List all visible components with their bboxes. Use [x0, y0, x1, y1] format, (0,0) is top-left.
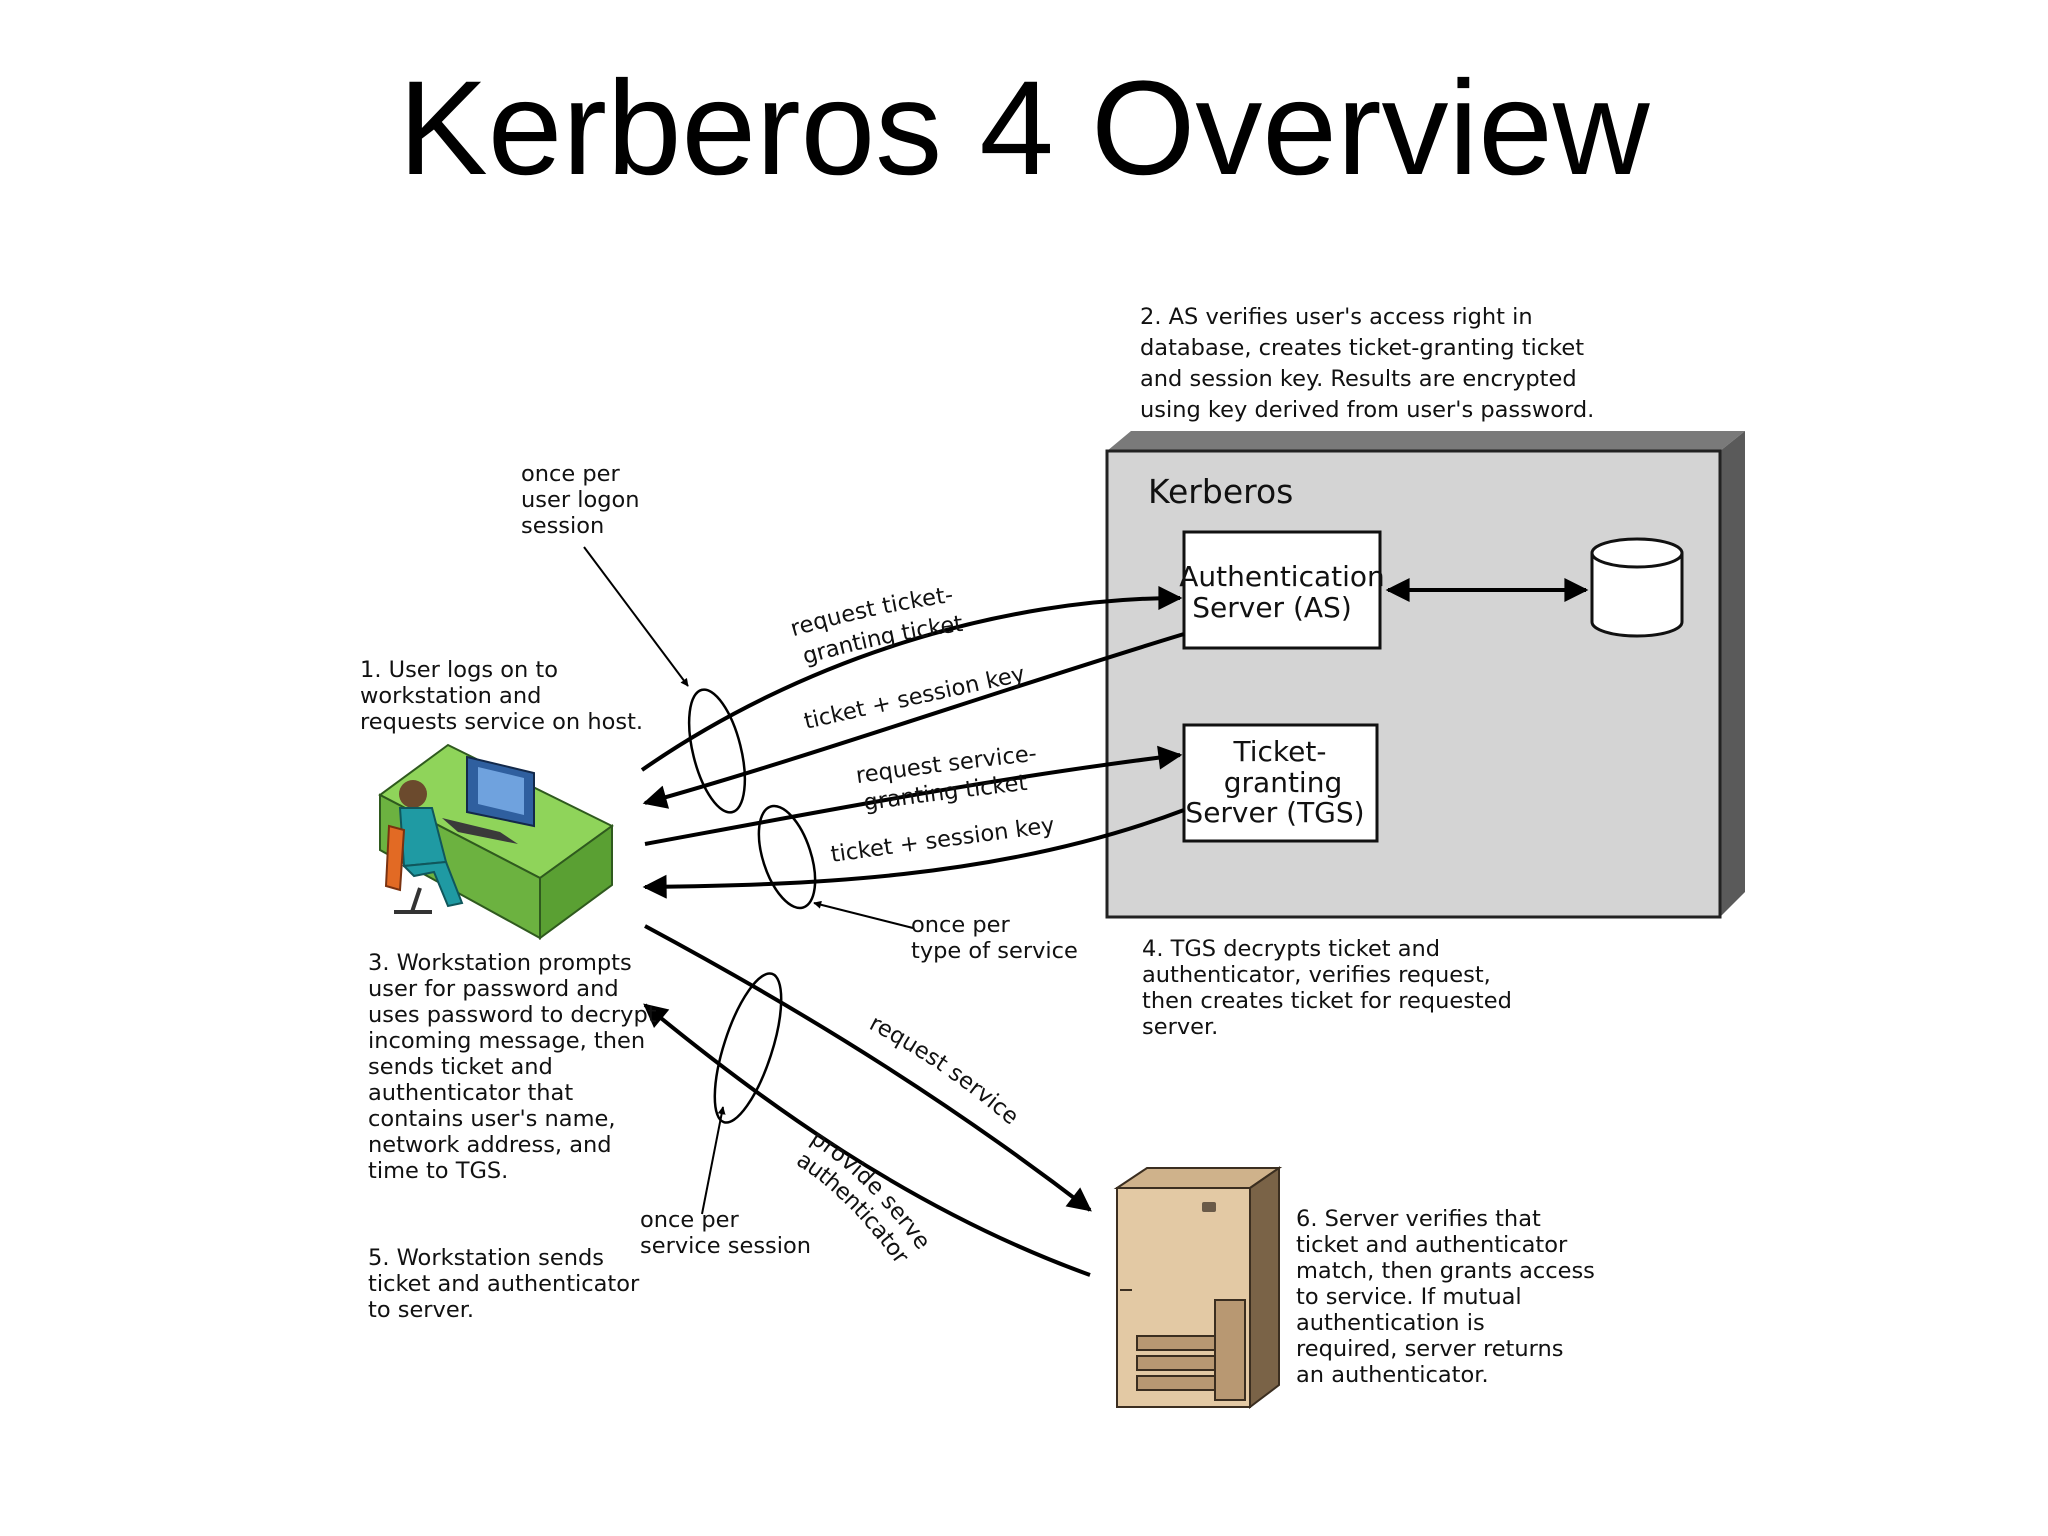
pointer-type-of-service — [813, 900, 914, 929]
note-step3-line-5: sends ticket and — [368, 1054, 553, 1080]
database-icon — [1590, 537, 1684, 638]
note-step3-line-9: time to TGS. — [368, 1158, 508, 1184]
note-step6-line-3: match, then grants access — [1296, 1258, 1595, 1284]
note-step4-line-1: 4. TGS decrypts ticket and — [1142, 936, 1440, 962]
note-once-logon-line-1: once per — [521, 461, 621, 487]
kerberos-box-side — [1720, 431, 1745, 917]
note-step4-line-4: server. — [1142, 1014, 1218, 1040]
ellipse-service-session — [713, 972, 783, 1124]
note-step6-line-7: an authenticator. — [1296, 1362, 1489, 1388]
note-step5-line-3: to server. — [368, 1297, 474, 1323]
note-step3-line-3: uses password to decrypt — [368, 1002, 657, 1028]
arrow-request-tgt — [640, 586, 1183, 772]
note-step2-line-4: using key derived from user's password. — [1140, 397, 1594, 423]
note-once-type-line-2: type of service — [911, 938, 1078, 964]
arrow-request-service — [644, 924, 1092, 1212]
note-step6-line-4: to service. If mutual — [1296, 1284, 1522, 1310]
note-step5-line-2: ticket and authenticator — [368, 1271, 640, 1297]
note-step1-line-2: workstation and — [360, 683, 541, 709]
ellipse-logon-session — [687, 688, 747, 814]
workstation-icon — [378, 743, 614, 940]
note-step6-line-2: ticket and authenticator — [1296, 1232, 1568, 1258]
note-step3-line-4: incoming message, then — [368, 1028, 645, 1054]
note-step2-line-2: database, creates ticket-granting ticket — [1140, 335, 1584, 361]
arrow-provide-authenticator — [643, 1003, 1091, 1277]
arrow-request-sgt — [644, 745, 1183, 846]
kerberos-label: Kerberos — [1148, 472, 1293, 511]
note-step4-line-3: then creates ticket for requested — [1142, 988, 1512, 1014]
as-label-line1: Authentication — [1179, 560, 1385, 593]
as-box-frame — [1182, 530, 1382, 650]
note-once-logon-line-3: session — [521, 513, 604, 539]
note-step6-line-5: authentication is — [1296, 1310, 1485, 1336]
tgs-box-frame — [1182, 723, 1379, 843]
note-step4-line-2: authenticator, verifies request, — [1142, 962, 1491, 988]
tgs-label-line1: Ticket- — [1233, 735, 1327, 768]
as-label-line2: Server (AS) — [1192, 591, 1352, 624]
note-step6-line-1: 6. Server verifies that — [1296, 1206, 1541, 1232]
note-step3-line-2: user for password and — [368, 976, 619, 1002]
server-icon — [1113, 1166, 1283, 1410]
arrow-tgs-reply — [642, 808, 1185, 899]
pointer-logon-session — [583, 546, 689, 687]
kerberos-box-face — [1105, 449, 1722, 919]
arrow-as-reply — [642, 632, 1185, 809]
slide-title: Kerberos 4 Overview — [398, 54, 1650, 203]
note-step3-line-1: 3. Workstation prompts — [368, 950, 632, 976]
note-step3-line-7: contains user's name, — [368, 1106, 616, 1132]
label-tgs-reply: ticket + session key — [829, 812, 1056, 868]
label-as-reply: ticket + session key — [801, 661, 1027, 735]
note-once-logon-line-2: user logon — [521, 487, 640, 513]
note-once-type-line-1: once per — [911, 912, 1011, 938]
note-once-session-line-2: service session — [640, 1233, 811, 1259]
tgs-label-line3: Server (TGS) — [1185, 796, 1364, 829]
note-step2-line-1: 2. AS verifies user's access right in — [1140, 304, 1533, 330]
note-step5-line-1: 5. Workstation sends — [368, 1245, 604, 1271]
note-step1-line-1: 1. User logs on to — [360, 657, 558, 683]
note-step2-line-3: and session key. Results are encrypted — [1140, 366, 1577, 392]
note-step6-line-6: required, server returns — [1296, 1336, 1563, 1362]
ellipse-type-of-service — [757, 804, 817, 910]
as-box: Authentication Server (AS) — [1179, 530, 1385, 650]
tgs-box: Ticket- granting Server (TGS) — [1182, 723, 1379, 843]
pointer-service-session — [701, 1106, 726, 1215]
note-step3-line-8: network address, and — [368, 1132, 612, 1158]
note-step1-line-3: requests service on host. — [360, 709, 643, 735]
note-once-session-line-1: once per — [640, 1207, 740, 1233]
kerberos-box-top — [1107, 431, 1745, 451]
kerberos-box: Kerberos — [1105, 431, 1745, 919]
note-step3-line-6: authenticator that — [368, 1080, 573, 1106]
tgs-label-line2: granting — [1224, 766, 1342, 799]
note-step2: 2. AS verifies user's access right in dat… — [1140, 304, 1594, 423]
